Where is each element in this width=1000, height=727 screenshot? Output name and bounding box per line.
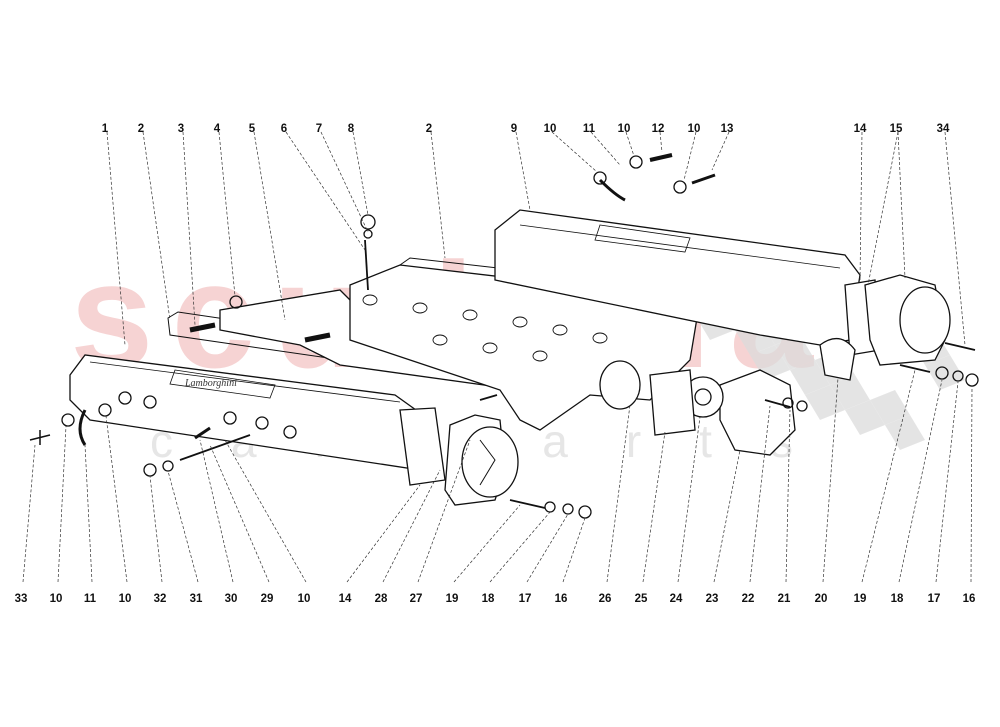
part-callout-14: 14	[338, 593, 352, 605]
part-callout-34: 34	[936, 123, 950, 135]
part-callout-11: 11	[582, 123, 596, 135]
part-callout-26: 26	[598, 593, 612, 605]
part-callout-32: 32	[153, 593, 167, 605]
part-callout-20: 20	[814, 593, 828, 605]
part-callout-17: 17	[927, 593, 941, 605]
part-callout-10: 10	[118, 593, 132, 605]
part-callout-12: 12	[651, 123, 665, 135]
part-callout-21: 21	[777, 593, 791, 605]
part-callout-17: 17	[518, 593, 532, 605]
part-callout-18: 18	[890, 593, 904, 605]
part-callout-7: 7	[315, 123, 323, 135]
thermostat-housing	[719, 369, 796, 456]
part-callout-30: 30	[224, 593, 238, 605]
part-callout-31: 31	[189, 593, 203, 605]
part-callout-19: 19	[853, 593, 867, 605]
part-callout-18: 18	[481, 593, 495, 605]
right-throttle-body	[844, 274, 951, 366]
part-callout-5: 5	[248, 123, 256, 135]
part-callout-10: 10	[687, 123, 701, 135]
part-callout-2: 2	[137, 123, 145, 135]
svg-text:Lamborghini: Lamborghini	[184, 378, 237, 389]
part-callout-29: 29	[260, 593, 274, 605]
part-callout-3: 3	[177, 123, 185, 135]
part-callout-14: 14	[853, 123, 867, 135]
left-throttle-body	[399, 407, 519, 506]
part-callout-9: 9	[510, 123, 518, 135]
part-callout-22: 22	[741, 593, 755, 605]
part-callout-19: 19	[445, 593, 459, 605]
idle-actuator	[819, 338, 856, 381]
part-callout-27: 27	[409, 593, 423, 605]
part-callout-10: 10	[543, 123, 557, 135]
part-callout-6: 6	[280, 123, 288, 135]
part-callout-8: 8	[347, 123, 355, 135]
part-callout-10: 10	[617, 123, 631, 135]
part-callout-28: 28	[374, 593, 388, 605]
part-callout-1: 1	[101, 123, 109, 135]
part-callout-10: 10	[49, 593, 63, 605]
part-callout-11: 11	[83, 593, 97, 605]
part-callout-15: 15	[889, 123, 903, 135]
part-callout-23: 23	[705, 593, 719, 605]
part-callout-25: 25	[634, 593, 648, 605]
part-callout-4: 4	[213, 123, 221, 135]
left-plenum-cover	[69, 354, 431, 471]
part-callout-2: 2	[425, 123, 433, 135]
part-callout-16: 16	[554, 593, 568, 605]
part-callout-16: 16	[962, 593, 976, 605]
part-callout-13: 13	[720, 123, 734, 135]
part-callout-24: 24	[669, 593, 683, 605]
part-callout-10: 10	[297, 593, 311, 605]
part-callout-33: 33	[14, 593, 28, 605]
